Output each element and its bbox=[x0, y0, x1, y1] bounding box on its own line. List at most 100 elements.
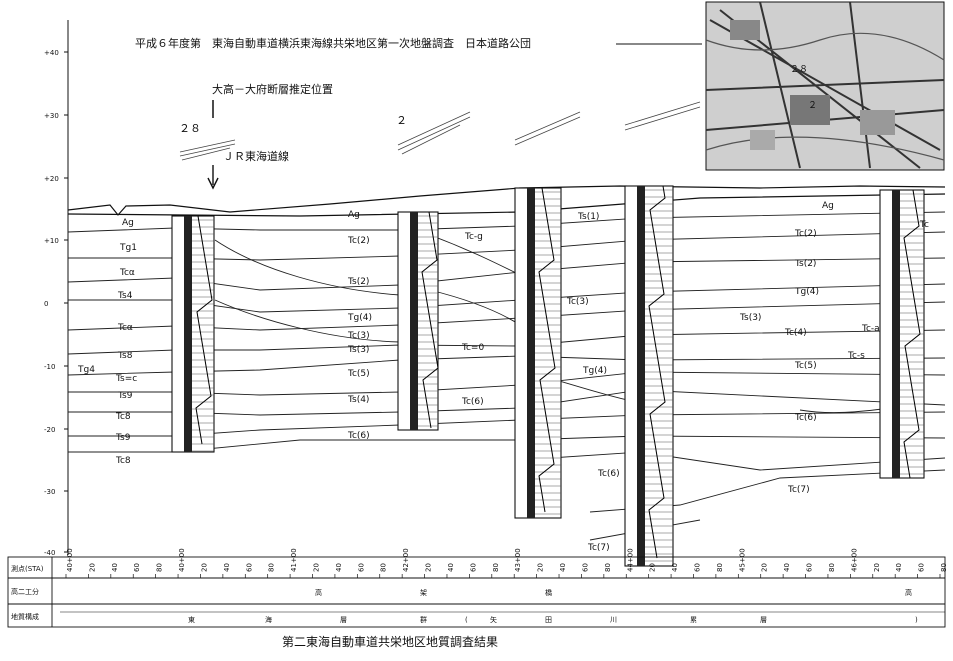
table-row-label-geology: 地質構成 bbox=[11, 612, 39, 621]
structure-row-text: 架 bbox=[420, 589, 427, 597]
stratum-label: Tc(6) bbox=[597, 469, 620, 479]
stratum-label: Ts(3) bbox=[347, 345, 369, 355]
rail-line-label: ＪＲ東海道線 bbox=[223, 149, 289, 163]
sta-tick-label: 20 bbox=[313, 563, 321, 572]
stratum-label: Tg1 bbox=[119, 243, 137, 253]
sta-tick-label: 20 bbox=[200, 563, 208, 572]
elevation-tick-label: +40 bbox=[44, 49, 59, 57]
stratum-label: Tcα bbox=[117, 323, 133, 333]
figure-caption: 第二東海自動車道共栄地区地質調査結果 bbox=[282, 634, 498, 649]
stratum-label: Tg(4) bbox=[794, 287, 819, 297]
sta-tick-label: 20 bbox=[649, 563, 657, 572]
strata-labels: AgTg1TcαTs4TcαTs8Tg4Ts=cTs9Tc8Ts9Tc8AgTc… bbox=[77, 201, 929, 553]
station-label-2: ２ bbox=[396, 114, 407, 127]
annotation-hatching bbox=[179, 101, 701, 161]
elevation-tick-label: -10 bbox=[44, 363, 55, 371]
geology-row-text: 層 bbox=[340, 616, 347, 624]
elevation-tick-label: -20 bbox=[44, 426, 55, 434]
stratum-label: Ts(4) bbox=[347, 395, 369, 405]
stratum-label: Tc(4) bbox=[784, 328, 807, 338]
borehole-4 bbox=[624, 185, 674, 567]
stratum-label: Ts(2) bbox=[347, 277, 369, 287]
sta-tick-label: 20 bbox=[761, 563, 769, 572]
sta-tick-label: 40 bbox=[447, 563, 455, 572]
elevation-tick-label: -30 bbox=[44, 488, 55, 496]
sta-tick-label: 46+00 bbox=[850, 548, 858, 572]
sta-tick-label: 40+00 bbox=[178, 548, 186, 572]
sta-tick-label: 40 bbox=[671, 563, 679, 572]
geology-row-text: 矢 bbox=[490, 615, 497, 624]
sta-tick-label: 60 bbox=[469, 563, 477, 572]
stratum-label: Tc(6) bbox=[794, 413, 817, 423]
geology-row-text: 海 bbox=[265, 615, 272, 624]
stratum-label: Tg(4) bbox=[582, 366, 607, 376]
sta-tick-label: 60 bbox=[581, 563, 589, 572]
geology-row-text: 群 bbox=[420, 615, 427, 624]
fault-position-label: 大高－大府断層推定位置 bbox=[212, 82, 333, 96]
geology-row: 東海層群(矢田川累層) bbox=[188, 615, 918, 624]
geology-row-text: 東 bbox=[188, 615, 195, 624]
elevation-tick-label: +20 bbox=[44, 175, 59, 183]
stratum-label: Ts9 bbox=[115, 433, 131, 443]
stratum-label: Ts8 bbox=[117, 351, 133, 361]
sta-tick-label: 40 bbox=[783, 563, 791, 572]
sta-tick-label: 40 bbox=[223, 563, 231, 572]
sta-tick-label: 20 bbox=[873, 563, 881, 572]
geology-row-text: ) bbox=[915, 616, 918, 624]
stratum-label: Ts(2) bbox=[794, 259, 816, 269]
sta-tick-label: 44+00 bbox=[626, 548, 634, 572]
stratum-label: Tc(2) bbox=[347, 236, 370, 246]
map-station-28: ２８ bbox=[790, 65, 808, 75]
elevation-tick-label: -40 bbox=[44, 549, 55, 557]
stratum-label: Ts(1) bbox=[577, 212, 599, 222]
borehole-1 bbox=[171, 215, 215, 453]
borehole-3 bbox=[514, 187, 562, 519]
rail-arrow bbox=[207, 165, 219, 190]
stratum-label: Tc(5) bbox=[347, 369, 370, 379]
stratum-label: Tg4 bbox=[77, 365, 95, 375]
borehole-5 bbox=[879, 189, 925, 479]
ground-surface bbox=[67, 185, 946, 216]
stratum-label: Tc(3) bbox=[566, 297, 589, 307]
sta-tick-label: 80 bbox=[380, 563, 388, 572]
stratum-label: Tc(6) bbox=[347, 431, 370, 441]
stratum-label: Ts(3) bbox=[739, 313, 761, 323]
stratum-label: Tc(7) bbox=[787, 485, 810, 495]
geology-row-text: 累 bbox=[690, 616, 697, 624]
sta-tick-label: 40 bbox=[111, 563, 119, 572]
sta-tick-label: 60 bbox=[245, 563, 253, 572]
stratum-label: Tc-a bbox=[861, 324, 880, 334]
stratum-label: Ag bbox=[348, 210, 360, 220]
sta-tick-label: 80 bbox=[492, 563, 500, 572]
sta-tick-label: 40+00 bbox=[66, 548, 74, 572]
sta-tick-label: 40 bbox=[559, 563, 567, 572]
geology-row-text: 田 bbox=[545, 616, 552, 624]
geology-row-text: ( bbox=[465, 616, 468, 624]
stratum-label: Tc(6) bbox=[461, 397, 484, 407]
elevation-tick-label: +10 bbox=[44, 237, 59, 245]
stratum-label: Ts4 bbox=[117, 291, 133, 301]
stratum-label: Tc(7) bbox=[587, 543, 610, 553]
table-row-label-structure: 高二工分 bbox=[11, 587, 39, 596]
ground-surface-lower bbox=[67, 193, 946, 217]
stratum-label: Tc-s bbox=[847, 351, 865, 361]
sta-tick-label: 42+00 bbox=[402, 548, 410, 572]
elevation-tick-label: +30 bbox=[44, 112, 59, 120]
stratum-label: Ts9 bbox=[117, 391, 133, 401]
stratum-label: Tc=0 bbox=[461, 343, 484, 353]
sta-tick-label: 43+00 bbox=[514, 548, 522, 572]
sta-tick-label: 60 bbox=[806, 563, 814, 572]
sta-tick-label: 20 bbox=[537, 563, 545, 572]
geology-row-text: 層 bbox=[760, 616, 767, 624]
figure-title: 平成６年度第 東海自動車道横浜東海線共栄地区第一次地盤調査 日本道路公団 bbox=[135, 36, 531, 50]
structure-row-text: 橋 bbox=[545, 588, 552, 597]
stratum-label: Ag bbox=[822, 201, 834, 211]
stratum-label: Ts=c bbox=[115, 374, 137, 384]
stratum-label: Tg(4) bbox=[347, 313, 372, 323]
sta-tick-label: 80 bbox=[716, 563, 724, 572]
stratum-label: Tc(3) bbox=[347, 331, 370, 341]
sta-tick-label: 40 bbox=[895, 563, 903, 572]
sta-tick-label: 80 bbox=[604, 563, 612, 572]
